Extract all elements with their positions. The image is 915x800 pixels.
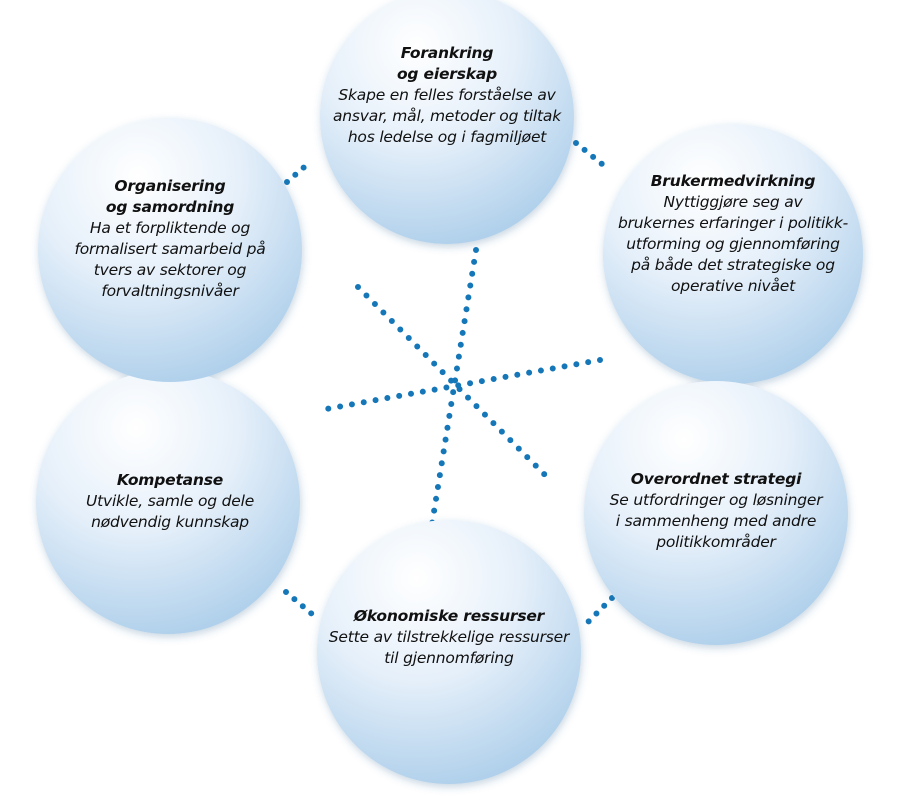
star-ray-horizontal bbox=[323, 357, 603, 412]
node-brukermedvirkning-title: Brukermedvirkning bbox=[650, 172, 816, 190]
circle-overordnet-strategi bbox=[584, 381, 848, 645]
node-overordnet-strategi-title: Overordnet strategi bbox=[630, 470, 802, 488]
node-brukermedvirkning: Brukermedvirkning Nyttiggjøre seg av bru… bbox=[593, 171, 873, 297]
circle-kompetanse bbox=[36, 370, 300, 634]
center-star bbox=[323, 247, 603, 527]
node-organisering-title: Organisering og samordning bbox=[105, 177, 235, 216]
node-okonomiske-ressurser: Økonomiske ressurser Sette av tilstrekke… bbox=[304, 606, 594, 669]
node-okonomiske-ressurser-desc: Sette av tilstrekkelige ressurser til gj… bbox=[328, 628, 570, 667]
node-brukermedvirkning-desc: Nyttiggjøre seg av brukernes erfaringer … bbox=[617, 193, 849, 295]
node-organisering: Organisering og samordning Ha et forplik… bbox=[35, 176, 305, 302]
node-kompetanse-title: Kompetanse bbox=[116, 471, 224, 489]
star-ray-diagonal bbox=[355, 284, 555, 485]
node-forankring-desc: Skape en felles forståelse av ansvar, må… bbox=[333, 86, 561, 146]
node-organisering-desc: Ha et forpliktende og formalisert samarb… bbox=[74, 219, 266, 300]
node-kompetanse: Kompetanse Utvikle, samle og dele nødven… bbox=[35, 470, 305, 533]
circles bbox=[36, 0, 863, 784]
circle-okonomiske-ressurser bbox=[317, 520, 581, 784]
node-forankring-title: Forankring og eierskap bbox=[396, 44, 497, 83]
node-forankring: Forankring og eierskap Skape en felles f… bbox=[312, 43, 582, 148]
circle-brukermedvirkning bbox=[603, 124, 863, 384]
circle-forankring bbox=[320, 0, 574, 244]
node-okonomiske-ressurser-title: Økonomiske ressurser bbox=[353, 607, 545, 625]
node-overordnet-strategi-desc: Se utfordringer og løsninger i sammenhen… bbox=[609, 491, 823, 551]
node-overordnet-strategi: Overordnet strategi Se utfordringer og l… bbox=[581, 469, 851, 553]
star-ray-top bbox=[429, 247, 479, 527]
circle-organisering bbox=[38, 118, 302, 382]
node-kompetanse-desc: Utvikle, samle og dele nødvendig kunnska… bbox=[85, 492, 255, 531]
